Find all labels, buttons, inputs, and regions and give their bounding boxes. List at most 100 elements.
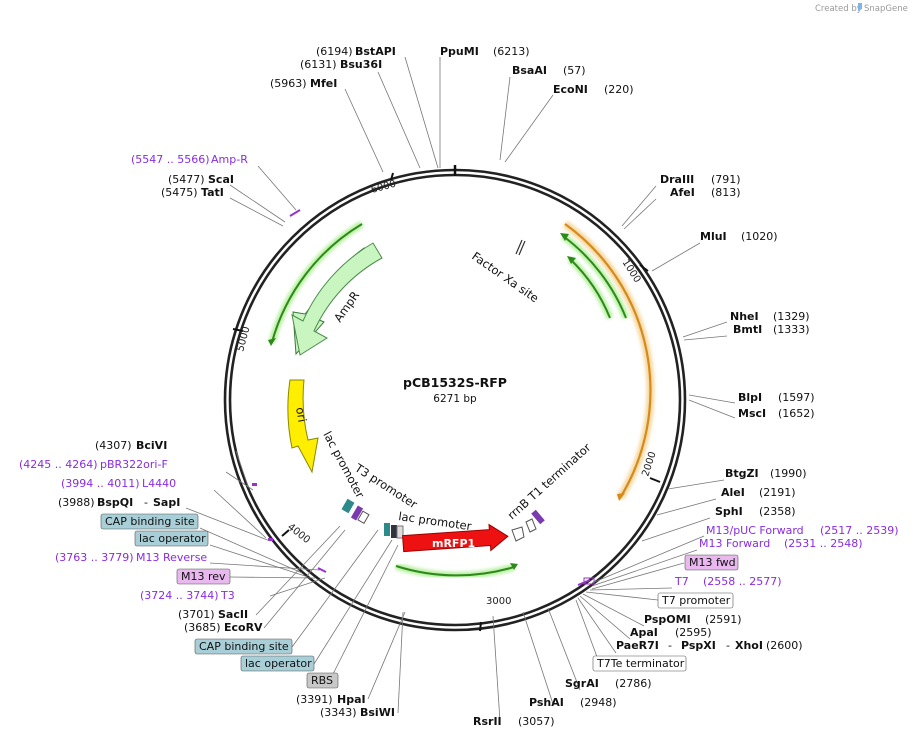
hpai-pos: (3391) bbox=[296, 693, 333, 706]
leader-lines bbox=[185, 56, 736, 722]
tick-6000: 6000 bbox=[370, 179, 397, 196]
promoter-arc-left-head bbox=[268, 338, 276, 346]
paer7i-sep2: - bbox=[726, 639, 730, 652]
m13-rev-box[interactable] bbox=[176, 568, 231, 585]
rsrii-name: RsrII bbox=[473, 715, 502, 728]
rbs-box[interactable] bbox=[306, 672, 339, 689]
amp-r-primer-pos: (5547 .. 5566) bbox=[131, 153, 210, 166]
ori-feature[interactable] bbox=[287, 379, 319, 474]
bcivi-name: BciVI bbox=[136, 439, 167, 452]
scai-pos: (5477) bbox=[168, 173, 205, 186]
promoter-arc-bottom-head bbox=[510, 563, 518, 570]
tick-3000: 3000 bbox=[486, 596, 511, 607]
econi-pos: (220) bbox=[604, 83, 634, 96]
l4440-pos: (3994 .. 4011) bbox=[61, 477, 140, 490]
draiii-pos: (791) bbox=[711, 173, 741, 186]
ecorv-name: EcoRV bbox=[224, 621, 263, 634]
bsu36i-name: Bsu36I bbox=[340, 58, 382, 71]
m13-forward-name: M13 Forward bbox=[699, 537, 770, 550]
bsaai-name: BsaAI bbox=[512, 64, 547, 77]
afei-name: AfeI bbox=[670, 186, 695, 199]
m13-reverse-name: M13 Reverse bbox=[136, 551, 207, 564]
pspomi-name: PspOMI bbox=[644, 613, 691, 626]
bspqi-name: BspQI bbox=[97, 496, 133, 509]
bmti-pos: (1333) bbox=[773, 323, 810, 336]
orange-feature-head bbox=[617, 493, 625, 501]
alei-pos: (2191) bbox=[759, 486, 796, 499]
ecorv-pos: (3685) bbox=[184, 621, 221, 634]
t7-name: T7 bbox=[674, 575, 689, 588]
paer7i-name: PaeR7I bbox=[616, 639, 659, 652]
tati-pos: (5475) bbox=[161, 186, 198, 199]
promoter-arc-left bbox=[271, 223, 363, 343]
alei-name: AleI bbox=[721, 486, 745, 499]
t7te-terminator-box[interactable] bbox=[592, 655, 687, 672]
mrfp1-label: mRFP1 bbox=[432, 537, 475, 550]
m13-fwd-box-label: M13 fwd bbox=[689, 556, 736, 569]
apai-name: ApaI bbox=[630, 626, 658, 639]
nhei-pos: (1329) bbox=[773, 310, 810, 323]
bstapi-pos: (6194) bbox=[316, 45, 353, 58]
blpi-name: BlpI bbox=[738, 391, 762, 404]
hpai-name: HpaI bbox=[337, 693, 366, 706]
primer-marks-left bbox=[252, 483, 327, 573]
btgzi-pos: (1990) bbox=[770, 467, 807, 480]
lac-operator-box-1[interactable] bbox=[134, 530, 209, 547]
pshai-pos: (2948) bbox=[580, 696, 617, 709]
pbr322-pos: (4245 .. 4264) bbox=[19, 458, 98, 471]
cap-binding-site-box-1[interactable] bbox=[100, 513, 199, 530]
rbs-box-label: RBS bbox=[311, 674, 333, 687]
draiii-name: DraIII bbox=[660, 173, 694, 186]
msci-name: MscI bbox=[738, 407, 766, 420]
plasmid-length: 6271 bp bbox=[433, 393, 477, 405]
bspqi-pos: (3988) bbox=[58, 496, 95, 509]
ori-label: ori bbox=[293, 406, 309, 423]
credit-text: Created by bbox=[815, 4, 862, 14]
rrnb-label: rrnB T1 terminator bbox=[505, 440, 594, 522]
cap-binding-site-box-2-label: CAP binding site bbox=[199, 640, 289, 653]
tick-4000: 4000 bbox=[285, 522, 312, 546]
snapgene-logo-icon bbox=[858, 3, 862, 11]
lac-operator-box-1-label: lac operator bbox=[139, 532, 206, 545]
lac-operator-marks-mid bbox=[384, 523, 404, 539]
mfei-pos: (5963) bbox=[270, 77, 307, 90]
amp-r-primer-mark bbox=[289, 209, 301, 217]
lac-promoter-mid-label: lac promoter bbox=[398, 509, 473, 533]
factor-xa-label: Factor Xa site bbox=[469, 249, 541, 305]
ampr-feature[interactable] bbox=[291, 242, 383, 356]
bmti-name: BmtI bbox=[733, 323, 762, 336]
bsaai-pos: (57) bbox=[563, 64, 586, 77]
primer-marks-right bbox=[577, 577, 595, 586]
afei-pos: (813) bbox=[711, 186, 741, 199]
bspqi-sep: - bbox=[144, 496, 148, 509]
bstapi-name: BstAPI bbox=[355, 45, 396, 58]
l4440-name: L4440 bbox=[142, 477, 176, 490]
mfei-name: MfeI bbox=[310, 77, 337, 90]
plasmid-name: pCB1532S-RFP bbox=[403, 375, 507, 390]
sgrai-pos: (2786) bbox=[615, 677, 652, 690]
lac-operator-box-2[interactable] bbox=[240, 655, 315, 672]
bsiwi-pos: (3343) bbox=[320, 706, 357, 719]
cap-binding-site-box-2[interactable] bbox=[194, 638, 293, 655]
bsu36i-pos: (6131) bbox=[300, 58, 337, 71]
bcivi-pos: (4307) bbox=[95, 439, 132, 452]
promoter-arc-right-inner bbox=[569, 258, 611, 319]
pspxi-name: PspXI bbox=[681, 639, 716, 652]
m13-reverse-pos: (3763 .. 3779) bbox=[55, 551, 134, 564]
btgzi-name: BtgZI bbox=[725, 467, 759, 480]
sphi-pos: (2358) bbox=[759, 505, 796, 518]
xhoi-name: XhoI bbox=[735, 639, 763, 652]
t3-name: T3 bbox=[220, 589, 235, 602]
tati-name: TatI bbox=[201, 186, 224, 199]
m13-fwd-box[interactable] bbox=[684, 554, 739, 571]
m13-rev-box-label: M13 rev bbox=[181, 570, 226, 583]
orange-feature-arc bbox=[564, 223, 652, 499]
sacii-pos: (3701) bbox=[178, 608, 215, 621]
mrfp1-feature[interactable] bbox=[402, 523, 509, 556]
pspomi-pos: (2591) bbox=[705, 613, 742, 626]
cap-binding-site-box-1-label: CAP binding site bbox=[105, 515, 195, 528]
t7-promoter-box[interactable] bbox=[657, 592, 734, 609]
pshai-name: PshAI bbox=[529, 696, 564, 709]
lac-operator-box-2-label: lac operator bbox=[245, 657, 312, 670]
m13-puc-forward-name: M13/pUC Forward bbox=[706, 524, 804, 537]
